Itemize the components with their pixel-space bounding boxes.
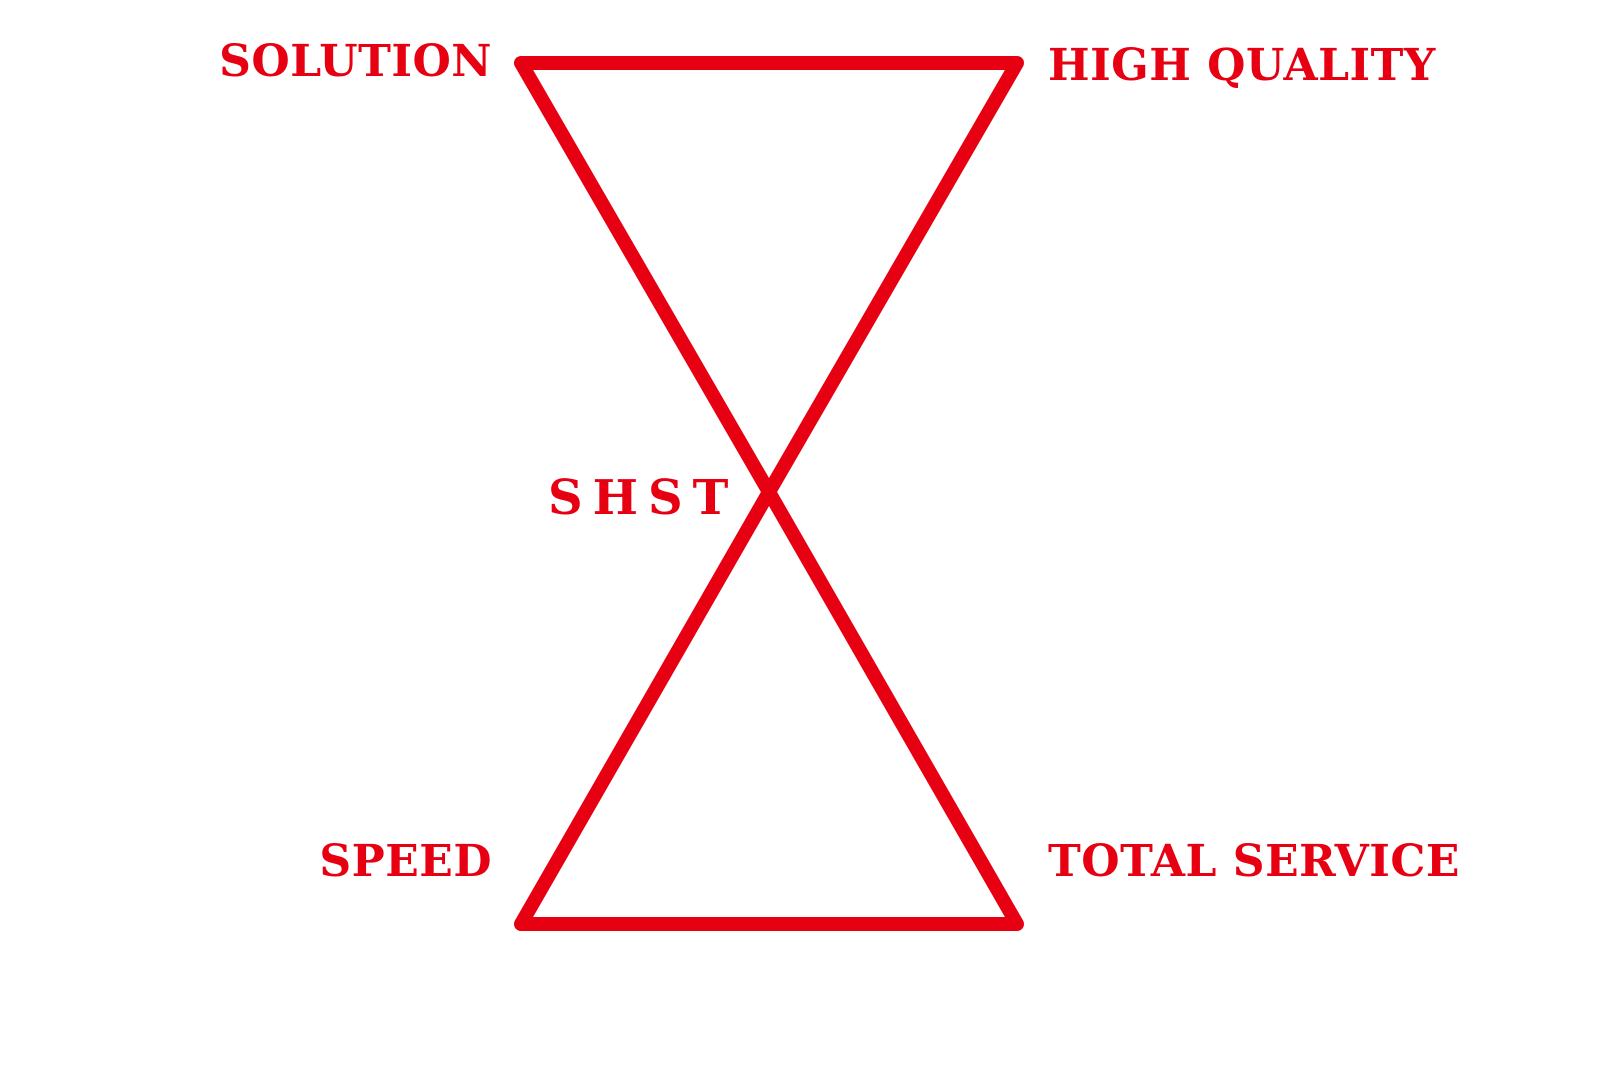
label-high-quality: HIGH QUALITY — [1048, 40, 1436, 91]
top-triangle — [514, 56, 1024, 499]
center-label: SHST — [548, 470, 739, 526]
label-speed: SPEED — [319, 836, 492, 887]
label-total-service: TOTAL SERVICE — [1048, 836, 1460, 887]
bottom-triangle — [514, 485, 1024, 931]
label-solution: SOLUTION — [219, 36, 492, 87]
